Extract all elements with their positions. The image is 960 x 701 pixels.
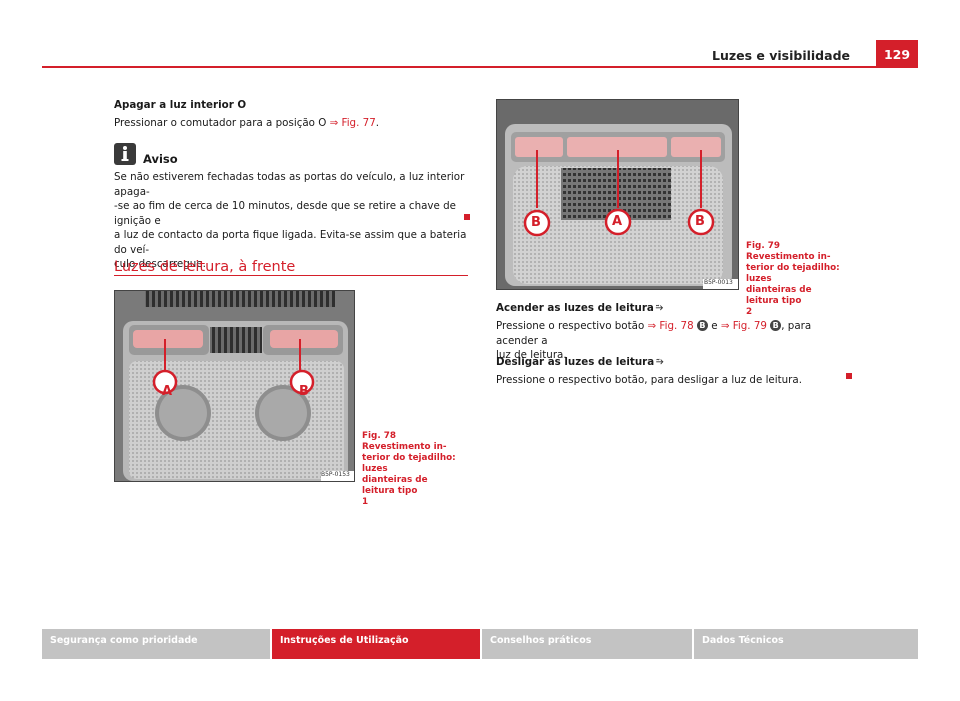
caption-line: dianteiras de leitura tipo bbox=[362, 475, 428, 496]
aviso-line: Se não estiverem fechadas todas as porta… bbox=[114, 171, 465, 198]
figure-code: B5P-0013 bbox=[704, 279, 733, 286]
callout-b-right: B bbox=[695, 214, 705, 229]
caption-line: Fig. 79 Revestimento in- bbox=[746, 241, 831, 262]
reading-lamp-icon: ⥲ bbox=[655, 303, 664, 313]
paragraph-text: Pressionar o comutador para a posição O bbox=[114, 117, 330, 129]
figure-link-77[interactable]: ⇒ Fig. 77 bbox=[329, 117, 376, 129]
end-marker bbox=[464, 214, 470, 220]
subsection-title-light-off: Apagar a luz interior O bbox=[114, 99, 247, 111]
caption-line: terior do tejadilho: luzes bbox=[746, 263, 840, 284]
paragraph-text: e bbox=[707, 320, 721, 332]
warning-icon bbox=[114, 143, 136, 165]
figure-78-caption: Fig. 78 Revestimento in- terior do tejad… bbox=[362, 431, 458, 508]
caption-line: terior do tejadilho: luzes bbox=[362, 453, 456, 474]
aviso-line: culo descarregue. bbox=[114, 258, 206, 270]
subsection-title-lights-off: Desligar as luzes de leitura⥲ bbox=[496, 355, 663, 370]
footer-tab-dados[interactable]: Dados Técnicos bbox=[694, 629, 918, 659]
figure-code: B5P-0153 bbox=[321, 471, 350, 478]
paragraph-end: . bbox=[375, 117, 380, 129]
callout-a: A bbox=[161, 384, 173, 399]
paragraph-text: luz de leitura. bbox=[496, 349, 567, 361]
figure-79-caption: Fig. 79 Revestimento in- terior do tejad… bbox=[746, 241, 842, 318]
footer-tab-instrucoes[interactable]: Instruções de Utilização bbox=[272, 629, 480, 659]
aviso-text: Se não estiverem fechadas todas as porta… bbox=[114, 170, 474, 272]
callout-badge-b: B bbox=[696, 320, 708, 331]
paragraph-text: , para acender a bbox=[496, 320, 812, 347]
section-title: Luzes de leitura, à frente bbox=[114, 259, 296, 275]
figure-78-image bbox=[114, 290, 355, 482]
end-marker bbox=[846, 373, 852, 379]
paragraph-lights-off: Pressione o respectivo botão, para desli… bbox=[496, 374, 803, 386]
callout-b: B bbox=[299, 384, 309, 399]
aviso-line: a luz de contacto da porta fique ligada.… bbox=[114, 229, 467, 256]
paragraph-lights-on: Pressione o respectivo botão ⇒ Fig. 78 B… bbox=[496, 319, 856, 363]
header-rule bbox=[42, 66, 918, 68]
caption-line: Fig. 78 Revestimento in- bbox=[362, 431, 447, 452]
caption-line: 1 bbox=[362, 497, 369, 507]
figure-link-78[interactable]: ⇒ Fig. 78 bbox=[647, 320, 694, 332]
figure-link-79[interactable]: ⇒ Fig. 79 bbox=[720, 320, 767, 332]
callout-b-left: B bbox=[531, 215, 541, 230]
paragraph-light-off: Pressionar o comutador para a posição O … bbox=[114, 116, 379, 131]
callout-badge-b: B bbox=[770, 320, 782, 331]
chapter-title: Luzes e visibilidade bbox=[711, 48, 850, 63]
aviso-title: Aviso bbox=[143, 152, 178, 166]
section-rule bbox=[114, 275, 468, 276]
caption-line: 2 bbox=[746, 307, 753, 317]
footer-tab-conselhos[interactable]: Conselhos práticos bbox=[482, 629, 692, 659]
page-number: 129 bbox=[876, 40, 918, 68]
subsection-title-lights-on: Acender as luzes de leitura⥲ bbox=[496, 301, 663, 316]
caption-line: dianteiras de leitura tipo bbox=[746, 285, 812, 306]
subsection-title-text: Acender as luzes de leitura bbox=[496, 302, 654, 314]
callout-a: A bbox=[611, 214, 623, 229]
subsection-title-text: Desligar as luzes de leitura bbox=[496, 356, 655, 368]
aviso-line: -se ao fim de cerca de 10 minutos, desde… bbox=[114, 200, 456, 227]
figure-79-image bbox=[496, 99, 739, 290]
paragraph-text: Pressione o respectivo botão bbox=[496, 320, 648, 332]
reading-lamp-icon: ⥲ bbox=[656, 357, 664, 367]
footer-tab-seguranca[interactable]: Segurança como prioridade bbox=[42, 629, 270, 659]
